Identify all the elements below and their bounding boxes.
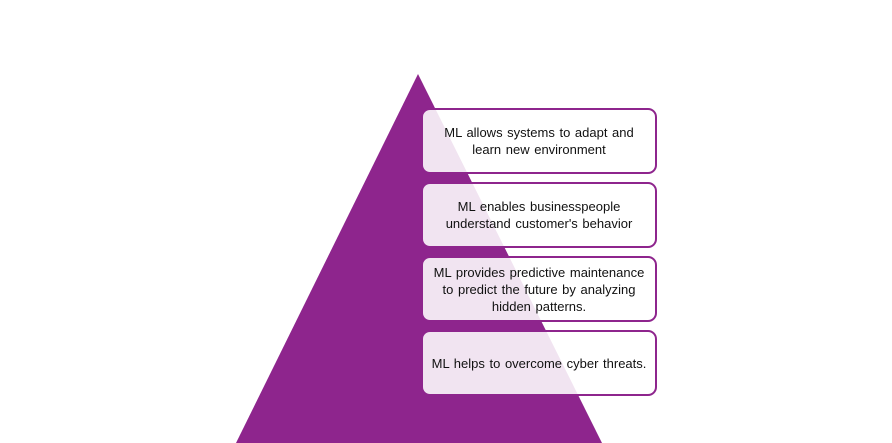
benefit-text-predictive-maintenance: ML provides predictive maintenance to pr… [433,264,645,314]
benefit-text-adapt: ML allows systems to adapt and learn new… [444,125,634,157]
benefit-box-adapt: ML allows systems to adapt and learn new… [421,108,657,174]
benefit-box-predictive-maintenance: ML provides predictive maintenance to pr… [421,256,657,322]
benefit-text-customer-behavior: ML enables businesspeople understand cus… [445,199,633,231]
benefit-box-customer-behavior: ML enables businesspeople understand cus… [421,182,657,248]
benefit-text-cyber-threats: ML helps to overcome cyber threats. [431,355,647,371]
benefit-box-cyber-threats: ML helps to overcome cyber threats. [421,330,657,396]
